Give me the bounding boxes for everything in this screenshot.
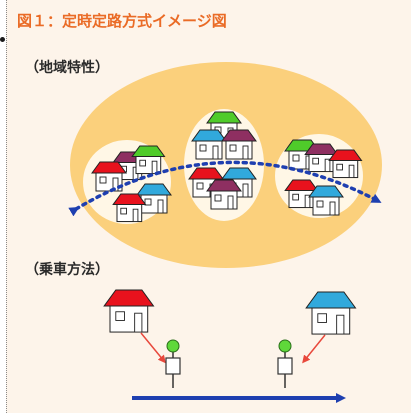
house-icon-red [103,289,155,333]
section-label-area: （地域特性） [25,60,109,76]
bus-stop-right [277,339,293,388]
house-icon [328,149,363,179]
house-icon [206,179,242,210]
house-icon [191,129,227,160]
house-icon [112,193,147,223]
walk-arrow-right [302,334,326,364]
lower-houses-layer [103,289,357,335]
house-icon [91,161,127,192]
house-icon-blue [305,291,357,335]
figure-title: 図１：定時定路方式イメージ図 [17,12,227,30]
house-icon [304,143,339,173]
bullet-marker [0,37,5,42]
walk-arrow-left [140,332,166,364]
bus-stop-left [165,339,181,388]
house-icon [221,129,257,160]
house-icon [308,185,344,216]
fixed-route-dotted-arrow [68,160,382,217]
house-icon [131,145,166,175]
section-label-boarding: （乗車方法） [25,262,109,278]
